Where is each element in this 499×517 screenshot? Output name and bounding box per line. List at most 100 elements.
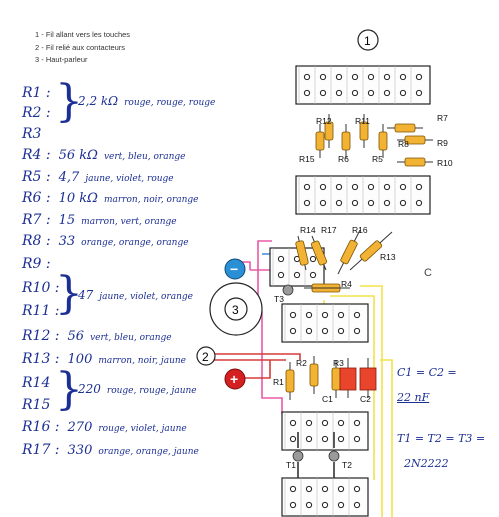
resistor bbox=[315, 131, 325, 151]
terminal-hole bbox=[337, 501, 345, 509]
resistor bbox=[309, 363, 319, 387]
note-colors: marron, vert, orange bbox=[81, 217, 177, 227]
terminal-hole bbox=[309, 255, 317, 263]
terminal-hole bbox=[305, 419, 313, 427]
marker-one-label: 1 bbox=[364, 34, 371, 48]
wire-yellow bbox=[380, 359, 393, 517]
transistor-label: T3 bbox=[274, 294, 284, 304]
resistor-label: R7 bbox=[437, 113, 448, 123]
legend-item-1: 1 - Fil allant vers les touches bbox=[35, 30, 131, 39]
terminal-hole bbox=[289, 485, 297, 493]
resistor-label: R13 bbox=[380, 252, 396, 262]
terminal-hole bbox=[415, 73, 423, 81]
terminal-hole bbox=[383, 199, 391, 207]
note-colors: rouge, violet, jaune bbox=[98, 424, 187, 434]
terminal-hole bbox=[337, 419, 345, 427]
note-ref: R8 : bbox=[22, 233, 51, 249]
resistor bbox=[340, 239, 358, 265]
speaker-inner bbox=[224, 297, 248, 321]
note-ref: R9 : bbox=[22, 256, 51, 272]
legend-item-3: 3 - Haut-parleur bbox=[35, 55, 88, 64]
terminal-hole bbox=[321, 419, 329, 427]
marker-two-label: 2 bbox=[202, 350, 209, 364]
terminal-hole bbox=[353, 435, 361, 443]
resistor-label: R8 bbox=[398, 139, 409, 149]
resistor-label: R5 bbox=[372, 154, 383, 164]
terminal-hole bbox=[289, 327, 297, 335]
terminal-hole bbox=[289, 435, 297, 443]
caps-note: C1 = C2 = bbox=[397, 366, 457, 379]
terminal-hole bbox=[399, 73, 407, 81]
terminal-hole bbox=[353, 327, 361, 335]
terminal-block-top bbox=[295, 65, 431, 105]
group-colors: rouge, rouge, jaune bbox=[106, 386, 197, 396]
note-ref: R4 : bbox=[22, 147, 51, 163]
terminal-hole bbox=[303, 89, 311, 97]
terminal-hole bbox=[305, 435, 313, 443]
terminal-hole bbox=[383, 89, 391, 97]
transistor bbox=[282, 284, 294, 296]
note-value: 15 bbox=[58, 213, 76, 228]
resistor bbox=[359, 121, 369, 141]
terminal-hole bbox=[319, 199, 327, 207]
note-ref: R15 bbox=[22, 397, 51, 413]
note-row: R1 : bbox=[22, 82, 51, 101]
note-colors: orange, orange, jaune bbox=[98, 447, 199, 457]
minus-terminal bbox=[224, 258, 246, 280]
note-row: R10 : bbox=[22, 277, 60, 296]
terminal-hole bbox=[303, 183, 311, 191]
terminal-hole bbox=[367, 73, 375, 81]
wire-red bbox=[214, 353, 301, 360]
terminal-hole bbox=[293, 271, 301, 279]
resistor-label: R2 bbox=[296, 358, 307, 368]
terminal-hole bbox=[289, 311, 297, 319]
terminal-hole bbox=[303, 73, 311, 81]
note-row: R3 bbox=[22, 123, 41, 142]
terminal-hole bbox=[277, 255, 285, 263]
resistor bbox=[285, 369, 295, 393]
terminal-hole bbox=[277, 271, 285, 279]
terminal-hole bbox=[383, 183, 391, 191]
terminal-block-frame bbox=[281, 411, 369, 451]
note-colors: jaune, violet, rouge bbox=[85, 174, 174, 184]
resistor-label: R14 bbox=[300, 225, 316, 235]
wire-yellow bbox=[360, 285, 383, 517]
terminal-hole bbox=[399, 183, 407, 191]
caps-value: 22 nF bbox=[397, 391, 430, 404]
terminal-hole bbox=[353, 501, 361, 509]
note-ref: R2 : bbox=[22, 105, 51, 121]
group-value: 47 bbox=[78, 288, 94, 302]
transistor bbox=[328, 450, 340, 462]
terminal-hole bbox=[321, 485, 329, 493]
brace-mark: } bbox=[55, 364, 83, 415]
terminal-block-bottom bbox=[281, 477, 369, 517]
group-colors: rouge, rouge, rouge bbox=[124, 98, 216, 108]
note-value: 56 kΩ bbox=[58, 148, 98, 163]
terminal-hole bbox=[415, 183, 423, 191]
note-colors: orange, orange, orange bbox=[81, 238, 189, 248]
resistor bbox=[404, 157, 426, 167]
note-ref: R6 : bbox=[22, 190, 51, 206]
note-row: R2 : bbox=[22, 102, 51, 121]
note-ref: R7 : bbox=[22, 212, 51, 228]
terminal-hole bbox=[319, 89, 327, 97]
stray-c-mark: C bbox=[424, 267, 432, 279]
terminal-hole bbox=[321, 327, 329, 335]
wire-yellow bbox=[330, 295, 375, 480]
resistor-label: R10 bbox=[437, 158, 453, 168]
terminal-hole bbox=[305, 501, 313, 509]
terminal-hole bbox=[321, 311, 329, 319]
note-row: R7 : 15 marron, vert, orange bbox=[22, 209, 177, 228]
resistor-label: R1 bbox=[273, 377, 284, 387]
resistor-label: R12 bbox=[316, 116, 332, 126]
terminal-hole bbox=[309, 271, 317, 279]
terminal-block-middle bbox=[295, 175, 431, 215]
note-row: R9 : bbox=[22, 253, 51, 272]
